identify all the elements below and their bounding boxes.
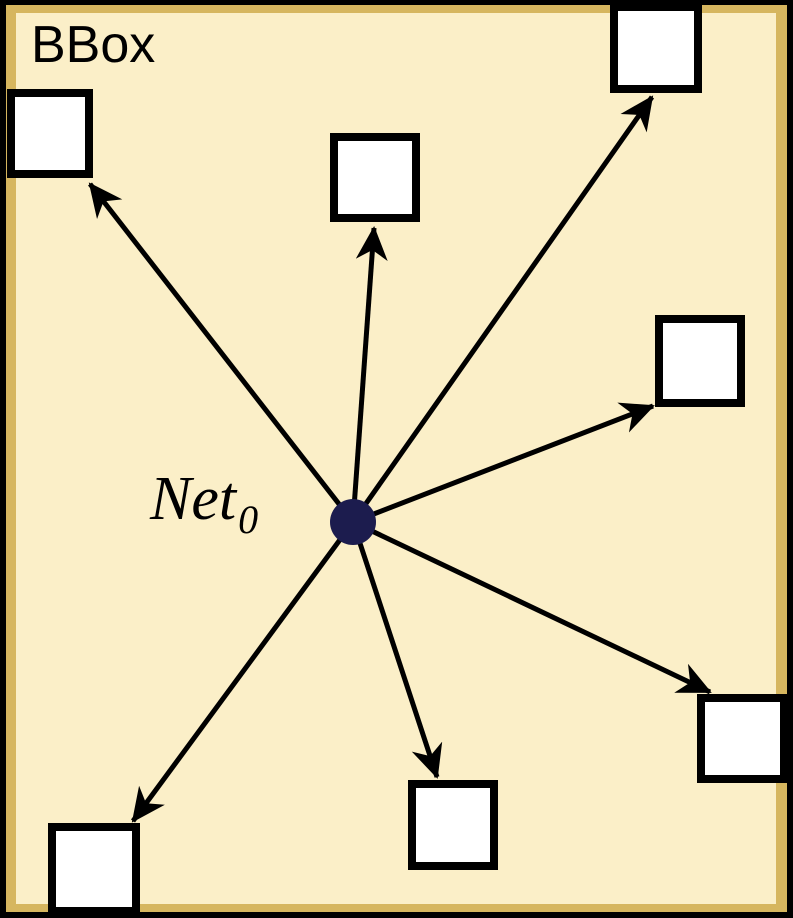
pin-square-top-right [610, 3, 702, 93]
net-arrow-top-right [350, 95, 655, 524]
net-arrow-upper-left [88, 182, 355, 524]
bbox-label: BBox [31, 16, 155, 74]
net-arrow-top-middle [350, 226, 388, 523]
pin-square-right-middle [655, 315, 745, 407]
pin-square-bottom-middle [408, 780, 498, 870]
net-label-base: Net [149, 465, 238, 533]
net-arrows [88, 95, 712, 823]
net-arrow-right-lower [351, 519, 712, 695]
net-label: Net0 [149, 465, 258, 542]
pin-square-top-middle [330, 133, 420, 222]
pin-square-upper-left [7, 89, 93, 178]
pin-square-right-lower [697, 694, 788, 783]
pin-squares [7, 3, 788, 915]
pin-square-bottom-left [48, 823, 140, 915]
net-arrow-bottom-left [130, 520, 356, 823]
net-label-subscript: 0 [238, 497, 258, 542]
net-arrow-bottom-middle [350, 521, 443, 779]
net-arrow-right-middle [352, 402, 655, 525]
net-node [330, 499, 376, 545]
